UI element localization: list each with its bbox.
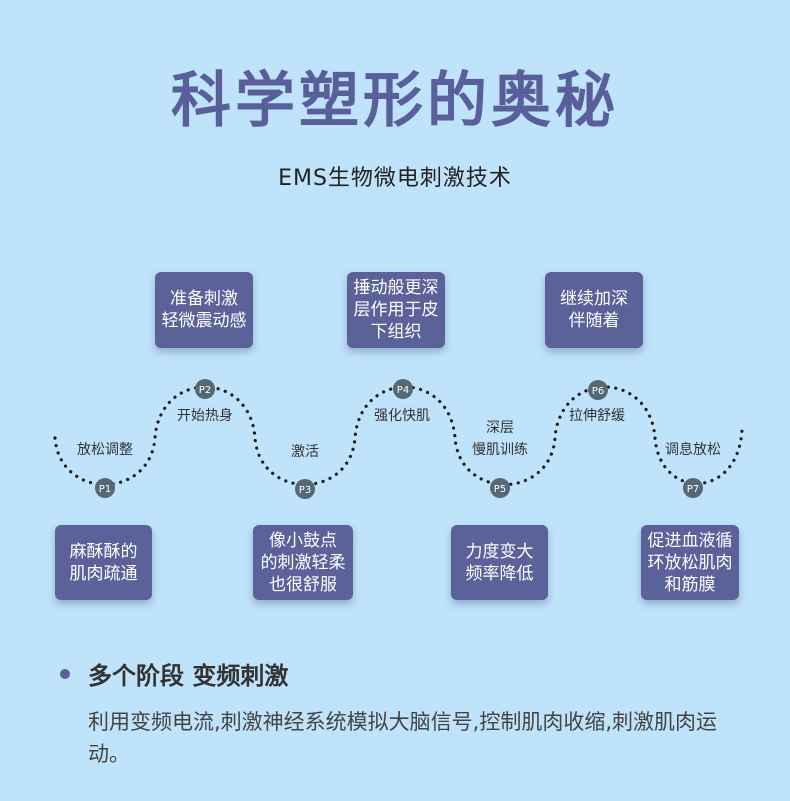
wave-label-1: 放松调整 [77,442,133,458]
node-label: P6 [592,386,604,397]
stage-card-text: 促进血液循 环放松肌肉 和筋膜 [647,530,733,595]
node-label: P2 [199,385,211,396]
page-subtitle: EMS生物微电刺激技术 [278,166,512,191]
stage-card-text: 准备刺激 轻微震动感 [161,289,247,331]
wave-node-p6: P6 [588,380,608,400]
node-label: P5 [494,484,506,495]
wave-node-p5: P5 [490,478,510,498]
stage-card-text: 继续加深 伴随着 [560,289,628,331]
bullet-dot-icon [60,669,70,679]
wave-label-3: 激活 [291,444,319,460]
wave-label-4: 强化快肌 [374,408,430,424]
wave-node-p3: P3 [295,479,315,499]
stimulation-wave: P1 P2 P3 P4 P5 P6 P7 [53,379,744,499]
wave-label-5: 深层 慢肌训练 [472,420,528,458]
wave-node-p1: P1 [95,478,115,498]
wave-label-7: 调息放松 [665,442,721,458]
stage-card-text: 像小鼓点 的刺激轻柔 也很舒服 [260,530,346,595]
bullet-title: 多个阶段 变频刺激 [88,662,289,690]
stage-card-bottom-3: 力度变大 频率降低 [451,525,548,600]
wave-node-p7: P7 [683,478,703,498]
stage-card-top-1: 准备刺激 轻微震动感 [155,272,253,348]
stage-card-text: 麻酥酥的 肌肉疏通 [69,541,138,584]
stage-card-top-2: 捶动般更深 层作用于皮 下组织 [347,272,445,348]
stage-card-bottom-1: 麻酥酥的 肌肉疏通 [55,525,152,600]
stage-card-bottom-2: 像小鼓点 的刺激轻柔 也很舒服 [253,525,353,600]
stage-card-top-3: 继续加深 伴随着 [545,272,643,348]
wave-label-2: 开始热身 [177,408,233,424]
node-label: P4 [397,385,409,396]
bullet-description: 利用变频电流,刺激神经系统模拟大脑信号,控制肌肉收缩,刺激肌肉运动。 [88,710,718,766]
stage-card-bottom-4: 促进血液循 环放松肌肉 和筋膜 [641,525,739,600]
wave-node-p2: P2 [195,379,215,399]
wave-line [53,385,744,486]
wave-label-6: 拉伸舒缓 [569,408,625,424]
wave-node-p4: P4 [393,379,413,399]
node-label: P1 [99,484,111,495]
page-title: 科学塑形的奥秘 [171,66,619,136]
stage-card-text: 力度变大 频率降低 [465,541,534,584]
node-label: P7 [687,484,699,495]
stage-card-text: 捶动般更深 层作用于皮 下组织 [353,278,439,342]
node-label: P3 [299,485,311,496]
